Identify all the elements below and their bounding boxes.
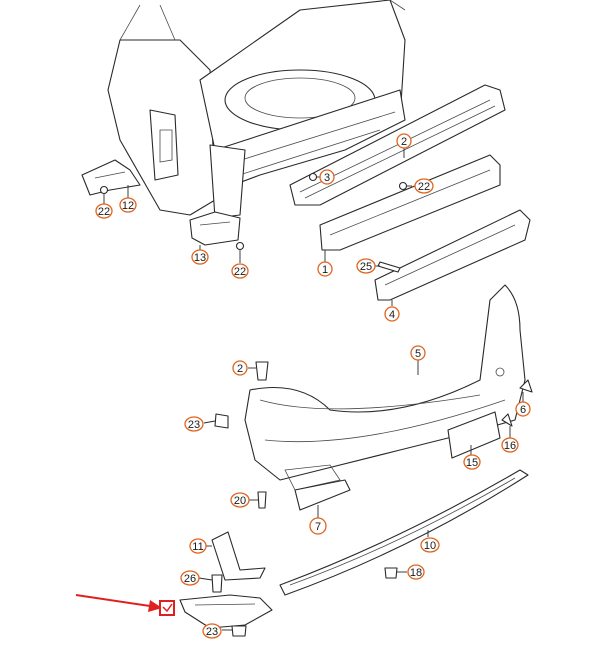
callout-22-center: 22 bbox=[231, 263, 249, 279]
svg-text:22: 22 bbox=[418, 181, 430, 193]
svg-text:10: 10 bbox=[424, 540, 436, 552]
svg-text:18: 18 bbox=[410, 567, 422, 579]
fasteners bbox=[99, 172, 533, 637]
callout-26: 26 bbox=[180, 570, 200, 586]
svg-text:23: 23 bbox=[188, 419, 200, 431]
side-bracket-12 bbox=[81, 159, 141, 196]
callout-22-left: 22 bbox=[95, 203, 113, 219]
callout-4: 4 bbox=[384, 306, 400, 322]
reinforcement-bar-1 bbox=[319, 154, 501, 251]
license-plate-mount-15 bbox=[447, 411, 501, 459]
svg-text:13: 13 bbox=[194, 252, 206, 264]
bracket-11 bbox=[211, 531, 266, 581]
callout-6: 6 bbox=[515, 401, 531, 417]
svg-text:16: 16 bbox=[504, 440, 516, 452]
callout-13: 13 bbox=[191, 249, 209, 265]
callout-2-lower: 2 bbox=[232, 360, 248, 376]
svg-text:1: 1 bbox=[322, 264, 328, 276]
callout-12: 12 bbox=[119, 197, 137, 213]
red-arrow-indicator bbox=[75, 594, 162, 612]
svg-text:12: 12 bbox=[122, 200, 134, 212]
svg-text:25: 25 bbox=[360, 261, 372, 273]
svg-text:20: 20 bbox=[234, 495, 246, 507]
callout-10: 10 bbox=[420, 537, 440, 553]
lower-trim-strip-10 bbox=[279, 469, 529, 596]
bracket-13 bbox=[189, 211, 241, 246]
callout-16: 16 bbox=[501, 437, 519, 453]
callout-22-right: 22 bbox=[414, 178, 434, 194]
callout-7: 7 bbox=[309, 517, 327, 535]
leader-lines bbox=[103, 148, 524, 631]
callout-11: 11 bbox=[189, 538, 207, 554]
svg-text:26: 26 bbox=[184, 573, 196, 585]
callout-1: 1 bbox=[317, 261, 333, 277]
svg-text:11: 11 bbox=[192, 541, 203, 553]
svg-text:3: 3 bbox=[324, 172, 330, 184]
highlighted-part-marker bbox=[159, 600, 175, 616]
callout-25: 25 bbox=[356, 258, 376, 274]
callout-5: 5 bbox=[410, 345, 426, 361]
svg-text:5: 5 bbox=[415, 348, 421, 360]
reflector-7 bbox=[294, 479, 351, 511]
callout-2-upper: 2 bbox=[396, 133, 412, 149]
svg-text:23: 23 bbox=[206, 626, 218, 638]
callout-23-upper: 23 bbox=[184, 416, 204, 432]
svg-text:4: 4 bbox=[389, 309, 395, 321]
callout-3: 3 bbox=[319, 169, 335, 185]
callout-18: 18 bbox=[407, 564, 425, 580]
lower-mount-bracket bbox=[179, 594, 273, 629]
callout-20: 20 bbox=[230, 492, 250, 508]
svg-text:6: 6 bbox=[520, 404, 526, 416]
svg-text:22: 22 bbox=[234, 266, 246, 278]
callouts: 1 2 2 3 4 5 6 7 10 11 12 13 15 16 18 20 … bbox=[95, 133, 531, 639]
energy-absorber-4 bbox=[374, 209, 531, 301]
svg-text:2: 2 bbox=[401, 136, 407, 148]
svg-text:22: 22 bbox=[98, 206, 110, 218]
svg-text:15: 15 bbox=[466, 457, 478, 469]
svg-text:7: 7 bbox=[315, 521, 321, 533]
svg-text:2: 2 bbox=[237, 363, 243, 375]
rear-body-shell bbox=[107, 0, 406, 219]
callout-23-lower: 23 bbox=[202, 623, 222, 639]
callout-15: 15 bbox=[463, 454, 481, 470]
